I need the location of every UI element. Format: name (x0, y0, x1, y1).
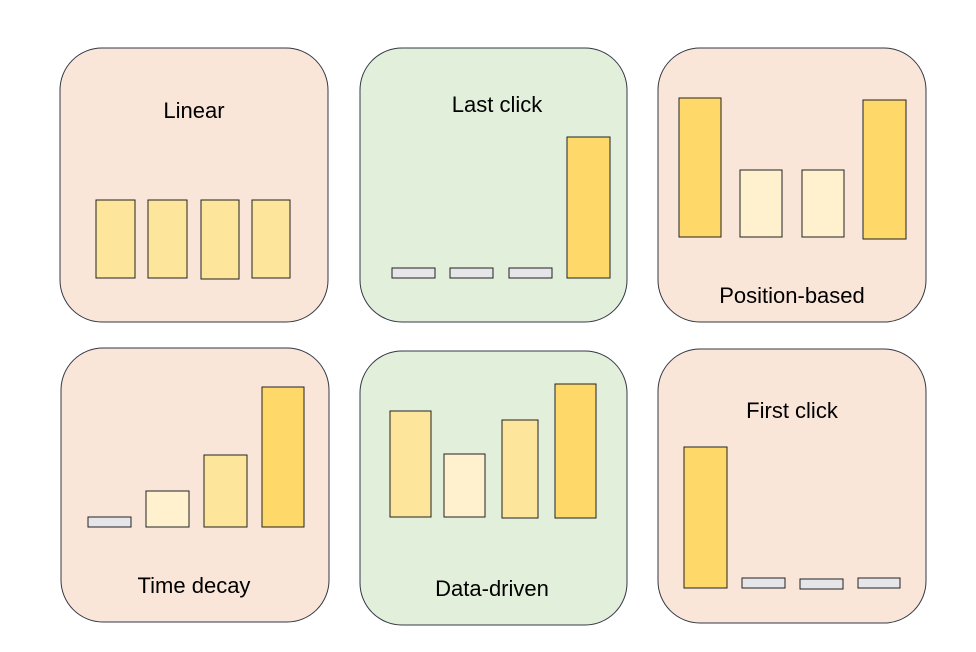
data-driven-bar-1 (389, 410, 432, 518)
linear-bar-1 (95, 199, 136, 279)
time-decay-bar-4 (261, 386, 305, 528)
panel-last-click-box (359, 47, 628, 323)
data-driven-bar-3 (501, 419, 539, 519)
panel-position-based: Position-based (657, 47, 927, 323)
panel-position-based-label: Position-based (719, 283, 865, 308)
panel-linear-label: Linear (163, 98, 224, 123)
time-decay-bar-1 (87, 516, 132, 528)
panel-first-click: First click (657, 348, 927, 624)
panel-position-based-box (657, 47, 927, 323)
first-click-bar-3 (799, 578, 844, 590)
first-click-bar-1 (683, 446, 728, 589)
first-click-bar-2 (741, 577, 786, 589)
data-driven-bar-2 (443, 453, 486, 518)
panel-linear-box (59, 47, 329, 323)
panel-linear: Linear (59, 47, 329, 323)
panel-data-driven: Data-driven (359, 350, 628, 626)
position-based-bar-2 (739, 169, 783, 238)
panel-last-click-label: Last click (452, 92, 543, 117)
time-decay-bar-2 (145, 490, 190, 528)
linear-bar-4 (251, 199, 291, 279)
panel-last-click: Last click (359, 47, 628, 323)
panel-time-decay: Time decay (60, 347, 330, 623)
data-driven-bar-4 (554, 383, 597, 519)
last-click-bar-2 (449, 267, 494, 279)
last-click-bar-4 (566, 136, 611, 279)
position-based-bar-4 (862, 99, 907, 240)
linear-bar-2 (147, 199, 188, 279)
panel-time-decay-label: Time decay (138, 573, 251, 598)
linear-bar-3 (200, 199, 240, 280)
first-click-bar-4 (857, 577, 901, 589)
last-click-bar-1 (391, 267, 436, 279)
panel-data-driven-label: Data-driven (435, 576, 549, 601)
last-click-bar-3 (508, 267, 553, 279)
position-based-bar-3 (801, 169, 845, 238)
panel-first-click-label: First click (746, 398, 839, 423)
time-decay-bar-3 (203, 454, 248, 528)
position-based-bar-1 (678, 97, 722, 238)
